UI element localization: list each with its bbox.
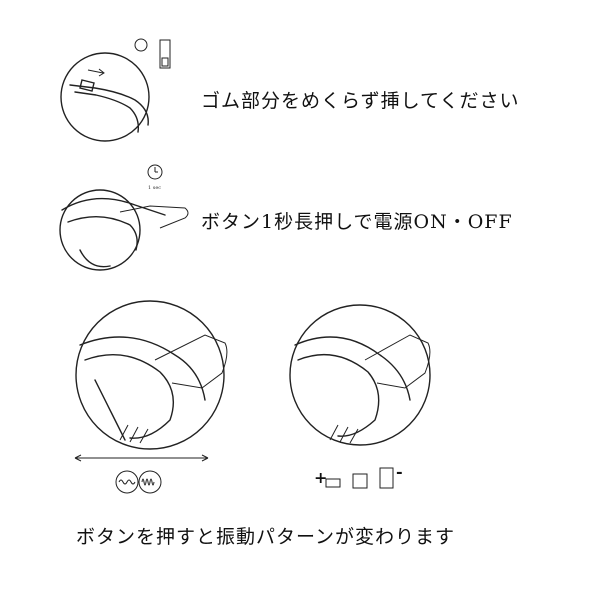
step2-text: ボタン1秒長押しで電源ON・OFF [201,211,513,233]
clock-label: 1 sec [148,185,161,191]
caption-text: ボタンを押すと振動パターンが変わります [76,526,456,548]
step2-illustration: 1 sec [59,164,189,271]
step1-illustration [60,38,171,142]
plus-sign: + [314,468,329,487]
clock-icon [147,164,163,180]
charger-plug-icon [134,38,171,69]
step1-text: ゴム部分をめくらず挿してください [201,90,520,112]
arrow-icon [87,68,105,77]
intensity-level-icon [325,467,394,489]
vibration-pattern-icon [115,470,162,494]
double-arrow-icon [74,454,209,462]
minus-sign: - [396,462,404,481]
intensity-mode-illustration [289,304,431,489]
vibration-mode-illustration [74,300,228,494]
